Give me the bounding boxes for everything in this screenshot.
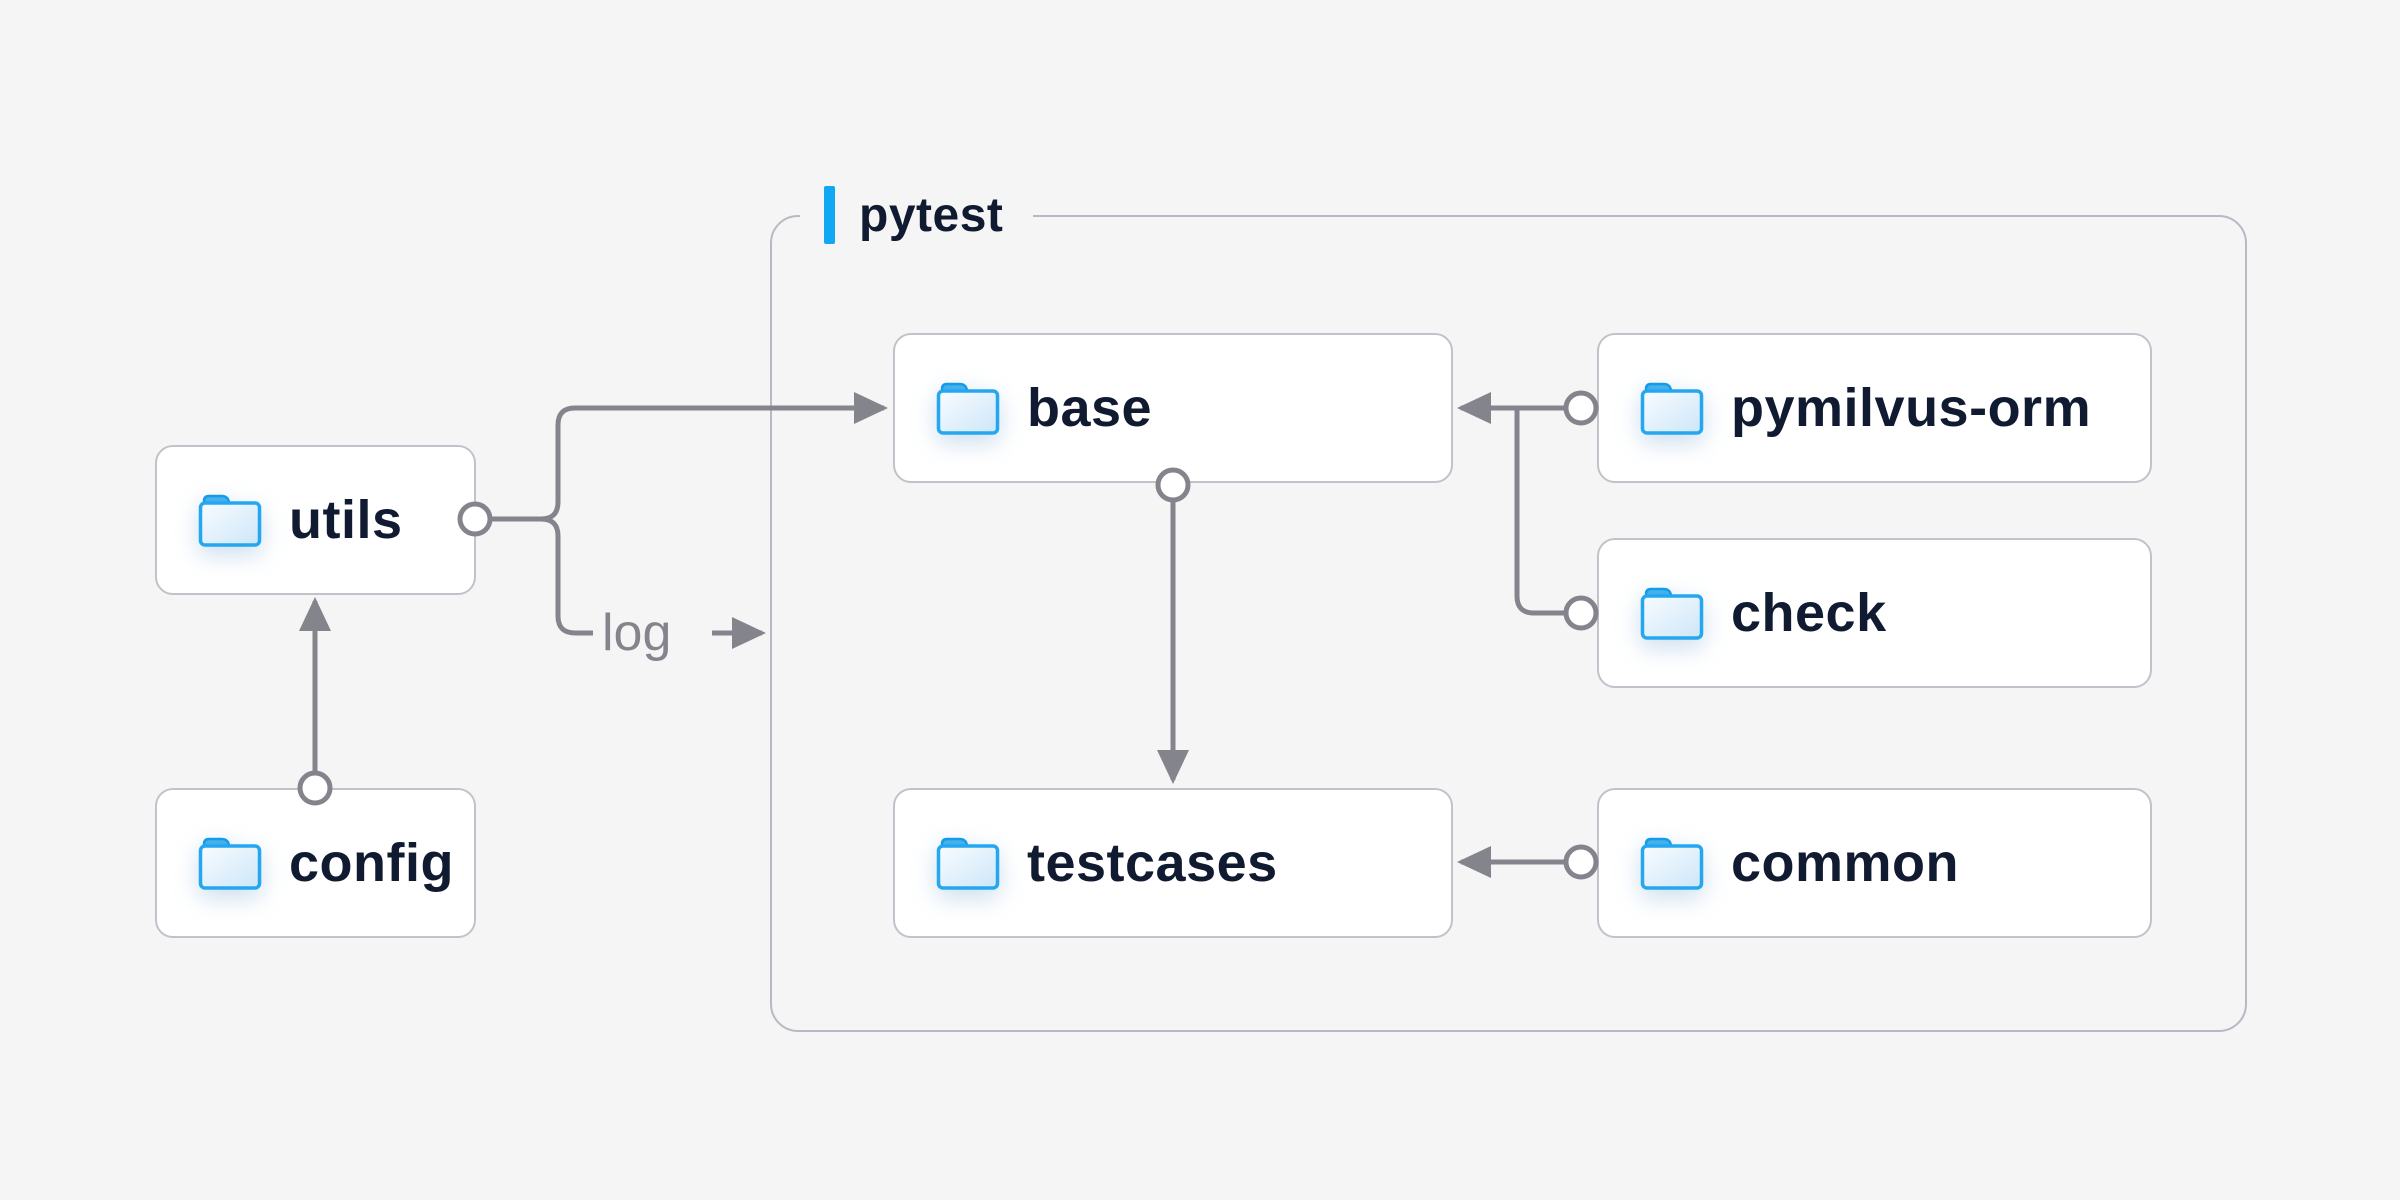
folder-icon <box>1639 380 1705 436</box>
port-pymilvus-orm-left <box>1563 390 1599 426</box>
node-pymilvus-orm: pymilvus-orm <box>1597 333 2152 483</box>
node-testcases: testcases <box>893 788 1453 938</box>
port-utils-right <box>457 501 493 537</box>
edge-label-log: log <box>602 604 672 662</box>
folder-icon <box>1639 835 1705 891</box>
port-base-bottom <box>1155 467 1191 503</box>
node-label: pymilvus-orm <box>1731 378 2092 438</box>
node-common: common <box>1597 788 2152 938</box>
folder-icon <box>197 492 263 548</box>
node-check: check <box>1597 538 2152 688</box>
node-label: utils <box>289 490 403 550</box>
pytest-group <box>770 215 2247 1032</box>
node-label: check <box>1731 583 1887 643</box>
edge-utils-log <box>490 516 593 636</box>
folder-icon <box>197 835 263 891</box>
edge-check-base <box>1514 408 1566 616</box>
node-config: config <box>155 788 476 938</box>
accent-bar <box>824 186 835 244</box>
port-check-left <box>1563 595 1599 631</box>
group-label-text: pytest <box>859 188 1004 242</box>
node-label: config <box>289 833 454 893</box>
node-label: common <box>1731 833 1960 893</box>
folder-icon <box>935 835 1001 891</box>
folder-icon <box>935 380 1001 436</box>
node-label: base <box>1027 378 1153 438</box>
folder-icon <box>1639 585 1705 641</box>
node-utils: utils <box>155 445 476 595</box>
edge-utils-base <box>490 392 888 522</box>
node-base: base <box>893 333 1453 483</box>
pytest-group-label: pytest <box>800 183 1034 247</box>
port-common-left <box>1563 844 1599 880</box>
port-config-top <box>297 770 333 806</box>
node-label: testcases <box>1027 833 1278 893</box>
